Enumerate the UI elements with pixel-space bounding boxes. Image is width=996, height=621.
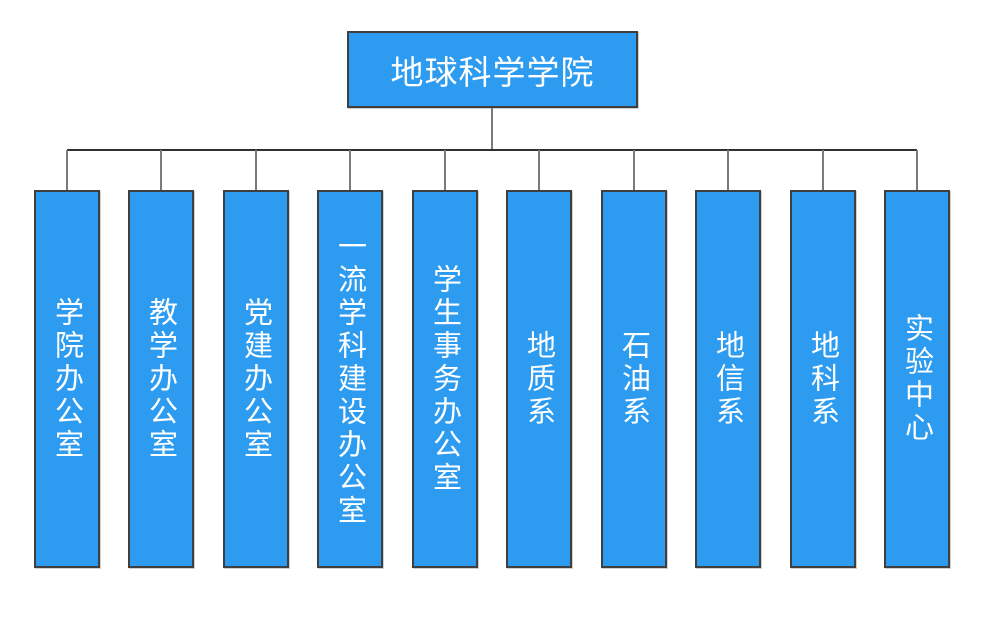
org-child-label: 学院办公室 (50, 296, 85, 462)
org-child-label: 地科系 (806, 329, 841, 429)
org-root-label: 地球科学学院 (390, 52, 595, 92)
org-child-label: 党建办公室 (239, 296, 274, 462)
org-child-node: 实验中心 (884, 190, 950, 568)
org-child-node: 学生事务办公室 (412, 190, 478, 568)
connector-drop (444, 150, 446, 190)
connector-drop (66, 150, 68, 190)
org-root-node: 地球科学学院 (347, 31, 638, 108)
org-child-label: 实验中心 (900, 313, 935, 445)
connector-drop (727, 150, 729, 190)
connector-drop (822, 150, 824, 190)
org-child-node: 地质系 (506, 190, 572, 568)
org-child-node: 一流学科建设办公室 (317, 190, 383, 568)
org-child-node: 党建办公室 (223, 190, 289, 568)
connector-drop (916, 150, 918, 190)
org-child-label: 地质系 (522, 329, 557, 429)
org-child-label: 教学办公室 (144, 296, 179, 462)
org-child-label: 学生事务办公室 (428, 263, 463, 495)
org-child-label: 地信系 (711, 329, 746, 429)
connector-drop (160, 150, 162, 190)
connector-horizontal-bar (67, 149, 917, 151)
org-child-node: 石油系 (601, 190, 667, 568)
connector-stem (491, 108, 493, 149)
connector-drop (349, 150, 351, 190)
org-child-node: 教学办公室 (128, 190, 194, 568)
org-child-node: 地信系 (695, 190, 761, 568)
connector-drop (633, 150, 635, 190)
org-child-label: 石油系 (617, 329, 652, 429)
org-child-node: 地科系 (790, 190, 856, 568)
org-child-label: 一流学科建设办公室 (333, 230, 368, 528)
connector-drop (255, 150, 257, 190)
org-child-node: 学院办公室 (34, 190, 100, 568)
connector-drop (538, 150, 540, 190)
